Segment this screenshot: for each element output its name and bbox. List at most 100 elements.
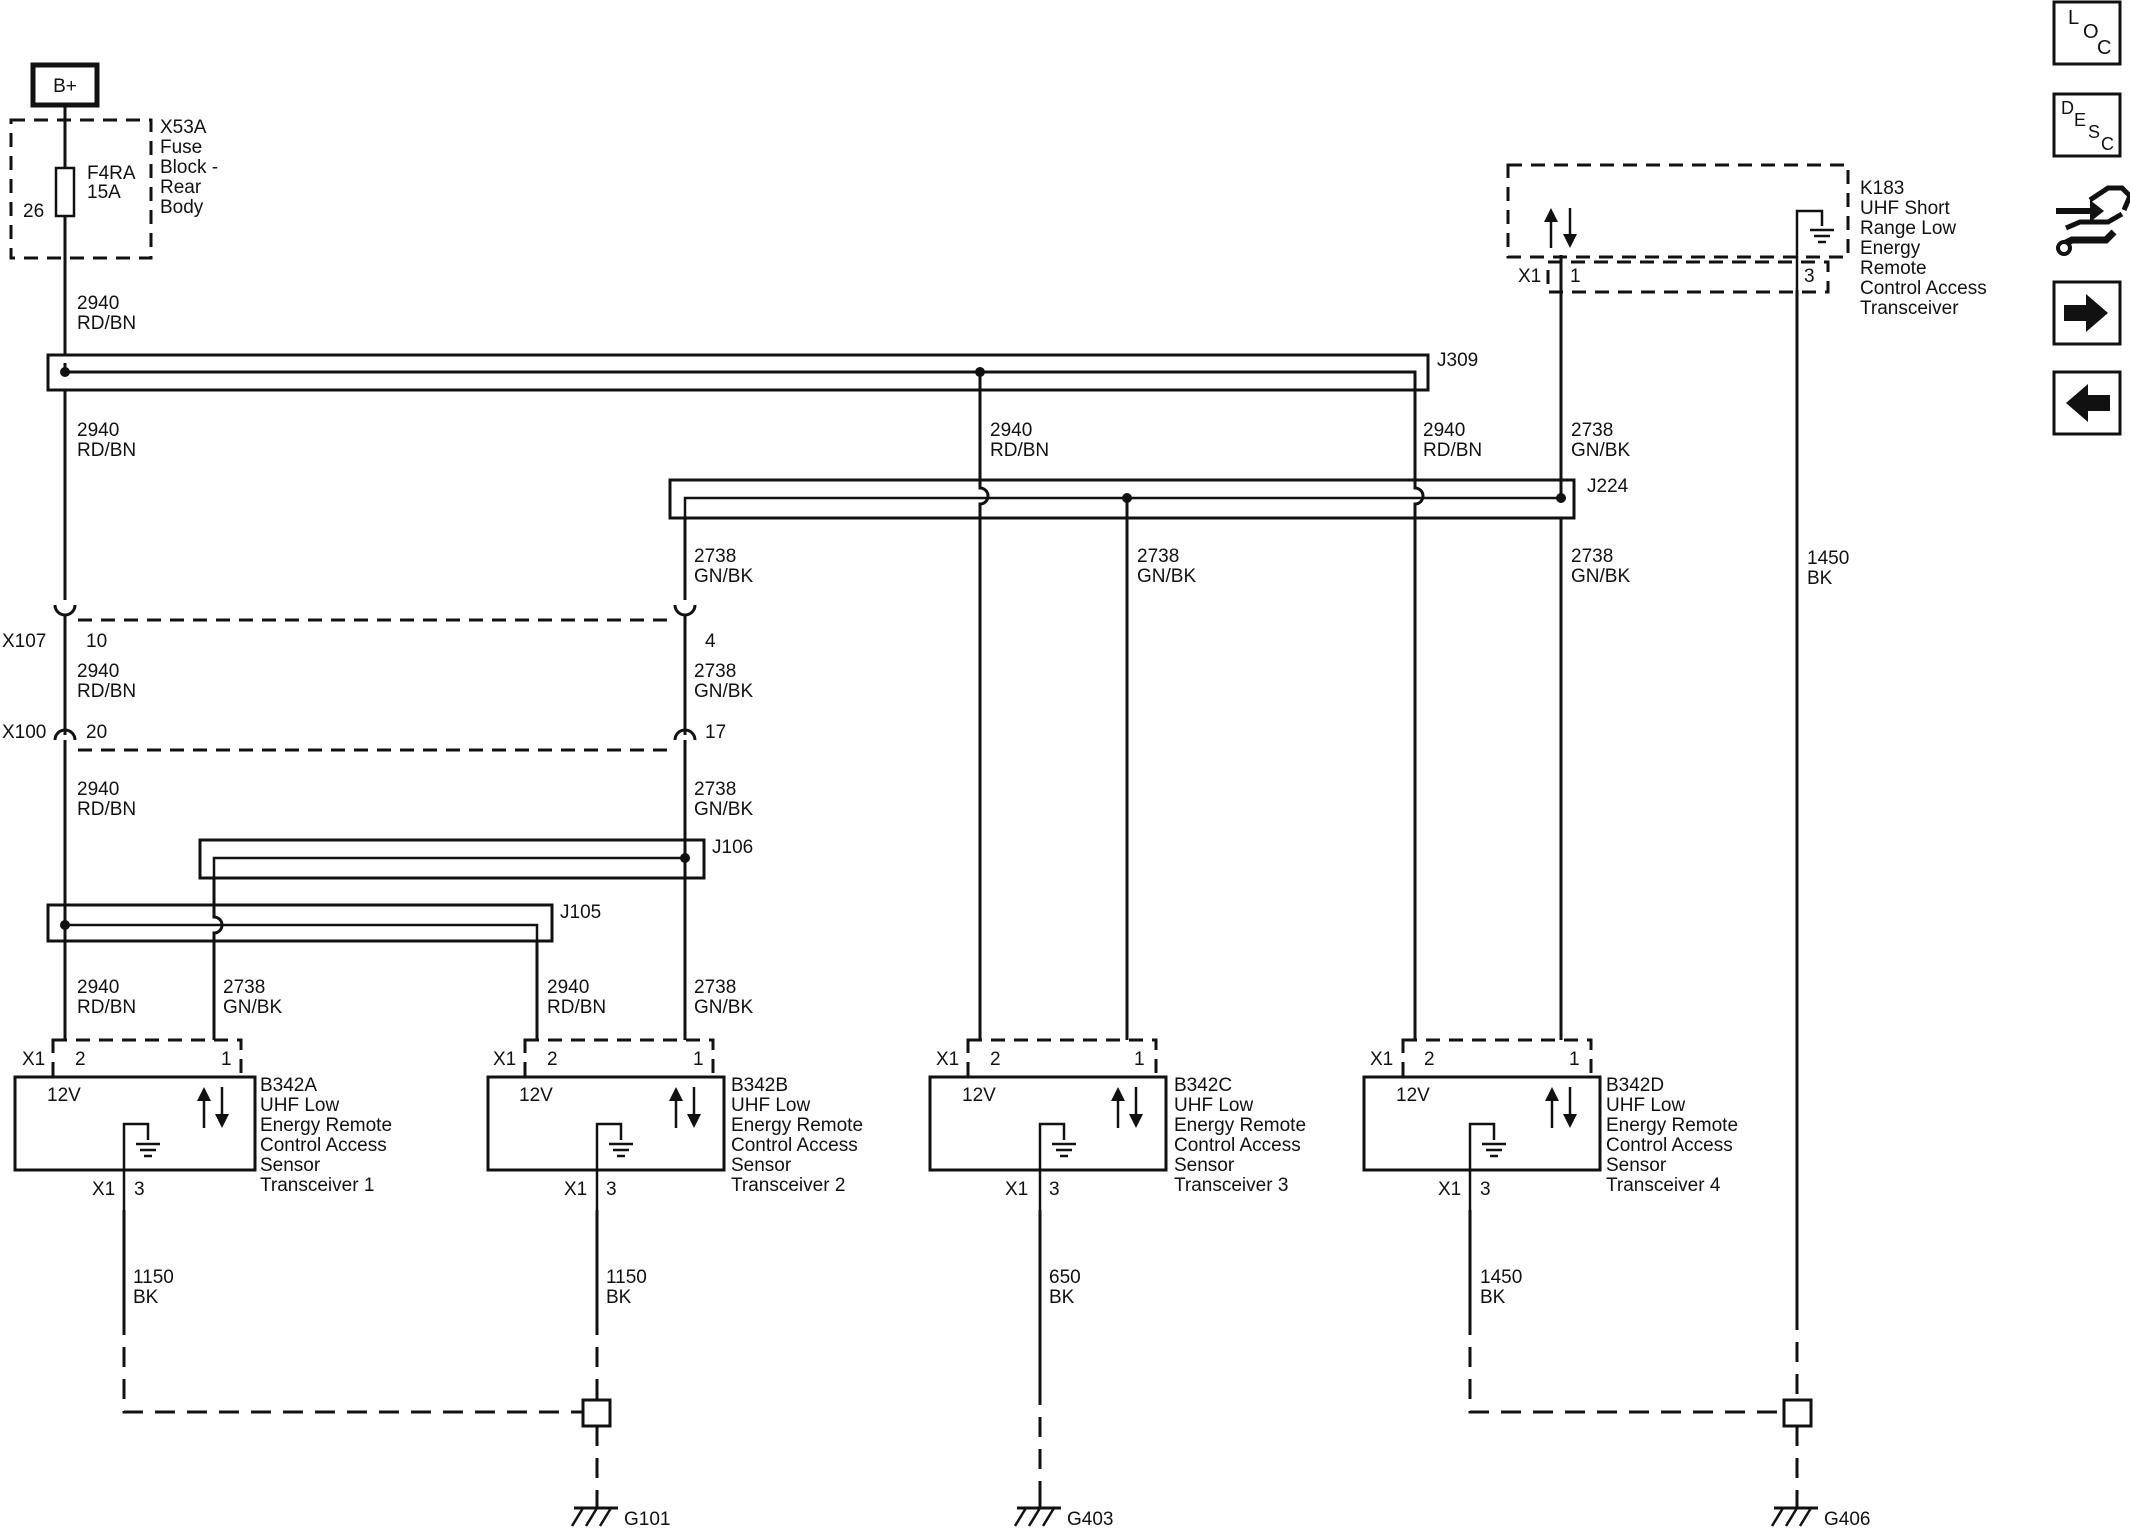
svg-text:2940: 2940 [77,779,119,800]
next-page-button[interactable] [2052,280,2122,346]
svg-text:4: 4 [705,631,716,652]
ground-joint [581,1398,612,1428]
module-b342c-id: B342C [1174,1075,1232,1096]
svg-text:2940: 2940 [77,420,119,441]
svg-text:1450: 1450 [1480,1267,1522,1288]
svg-text:RD/BN: RD/BN [990,440,1049,461]
bidirectional-data-icon [669,1087,701,1128]
svg-text:2: 2 [990,1049,1001,1070]
bidirectional-data-icon [1111,1087,1143,1128]
module-b342b: X1 2 1 12V X1 3 B342B UHF Low Energy Rem… [486,1038,863,1210]
ground-g406: G406 [1770,1496,1870,1528]
fuse-block-x53a: F4RA 15A 26 X53A Fuse Block - Rear Body [9,105,218,260]
svg-text:Transceiver 2: Transceiver 2 [731,1175,845,1196]
svg-text:Remote: Remote [1860,258,1927,279]
svg-text:Transceiver 4: Transceiver 4 [1606,1175,1721,1196]
svg-text:E: E [2074,110,2086,130]
svg-text:12V: 12V [1396,1085,1430,1106]
svg-text:2738: 2738 [694,977,736,998]
svg-text:X100: X100 [2,722,46,743]
ground-icon [595,1122,633,1210]
svg-text:UHF Low: UHF Low [731,1095,810,1116]
svg-text:GN/BK: GN/BK [1137,566,1196,587]
svg-text:GN/BK: GN/BK [694,799,753,820]
svg-text:Transceiver: Transceiver [1860,298,1959,319]
svg-text:2940: 2940 [77,661,119,682]
previous-page-button[interactable] [2052,370,2122,436]
bidirectional-data-icon [197,1087,229,1128]
ground-icon [1038,1122,1076,1210]
svg-text:1150: 1150 [606,1267,647,1288]
svg-text:BK: BK [1049,1287,1075,1308]
svg-text:X1: X1 [22,1049,45,1070]
svg-text:1: 1 [1134,1049,1145,1070]
svg-text:X1: X1 [1518,266,1541,287]
splice-pack-j309: J309 [46,350,1478,392]
svg-text:D: D [2061,98,2074,118]
connector-x100: X100 20 17 [2,722,726,760]
desc-button[interactable]: D E S C [2052,92,2122,158]
svg-text:G406: G406 [1824,1509,1870,1528]
bidirectional-data-icon [1544,208,1577,248]
ground-icon [1795,209,1834,290]
svg-text:Control Access: Control Access [1606,1135,1733,1156]
svg-text:GN/BK: GN/BK [694,681,753,702]
svg-text:12V: 12V [47,1085,81,1106]
svg-text:3: 3 [134,1179,145,1200]
module-b342c: X1 2 1 12V X1 3 B342C UHF Low Energy Rem… [928,1038,1306,1210]
svg-text:3: 3 [606,1179,617,1200]
svg-text:X1: X1 [1370,1049,1393,1070]
svg-text:Sensor: Sensor [260,1155,321,1176]
svg-text:1450: 1450 [1807,548,1849,569]
svg-text:RD/BN: RD/BN [77,799,136,820]
svg-text:Rear: Rear [160,177,202,198]
svg-text:10: 10 [86,631,107,652]
svg-text:UHF Short: UHF Short [1860,198,1950,219]
svg-text:650: 650 [1049,1267,1081,1288]
splice-j106-label: J106 [712,837,753,858]
connector-end-view-icon[interactable] [2056,185,2130,256]
svg-text:2940: 2940 [77,977,119,998]
svg-text:UHF Low: UHF Low [1606,1095,1685,1116]
svg-text:2738: 2738 [1571,420,1613,441]
svg-text:Control Access: Control Access [731,1135,858,1156]
svg-text:Energy: Energy [1860,238,1921,259]
svg-text:BK: BK [133,1287,159,1308]
svg-text:Sensor: Sensor [1174,1155,1235,1176]
next-page-arrow-icon [2064,294,2108,332]
svg-text:Control Access: Control Access [260,1135,387,1156]
svg-text:3: 3 [1480,1179,1491,1200]
svg-text:2: 2 [1424,1049,1435,1070]
svg-text:X1: X1 [1438,1179,1461,1200]
svg-text:BK: BK [606,1287,632,1308]
svg-text:B+: B+ [53,76,77,97]
svg-text:1: 1 [221,1049,232,1070]
svg-text:RD/BN: RD/BN [77,440,136,461]
svg-text:2738: 2738 [1571,546,1613,567]
svg-text:UHF Low: UHF Low [1174,1095,1253,1116]
svg-text:2738: 2738 [1137,546,1179,567]
svg-text:2: 2 [547,1049,558,1070]
svg-text:Energy Remote: Energy Remote [731,1115,863,1136]
svg-text:X1: X1 [1005,1179,1028,1200]
ground-icon [122,1122,160,1210]
svg-text:20: 20 [86,722,107,743]
previous-page-arrow-icon [2066,384,2110,422]
svg-text:1: 1 [1570,266,1581,287]
splice-j309-label: J309 [1437,350,1478,371]
svg-text:1: 1 [693,1049,704,1070]
svg-text:2940: 2940 [990,420,1032,441]
splice-pack-j105: J105 [46,902,601,943]
svg-text:Block -: Block - [160,157,218,178]
svg-text:Transceiver 1: Transceiver 1 [260,1175,374,1196]
svg-text:2: 2 [75,1049,86,1070]
svg-text:Energy Remote: Energy Remote [260,1115,392,1136]
svg-text:1: 1 [1569,1049,1580,1070]
svg-text:17: 17 [705,722,726,743]
svg-text:2940: 2940 [547,977,589,998]
svg-text:X1: X1 [564,1179,587,1200]
module-b342b-id: B342B [731,1075,788,1096]
loc-button[interactable]: L O C [2052,0,2122,66]
fuse-pin: 26 [23,201,44,222]
